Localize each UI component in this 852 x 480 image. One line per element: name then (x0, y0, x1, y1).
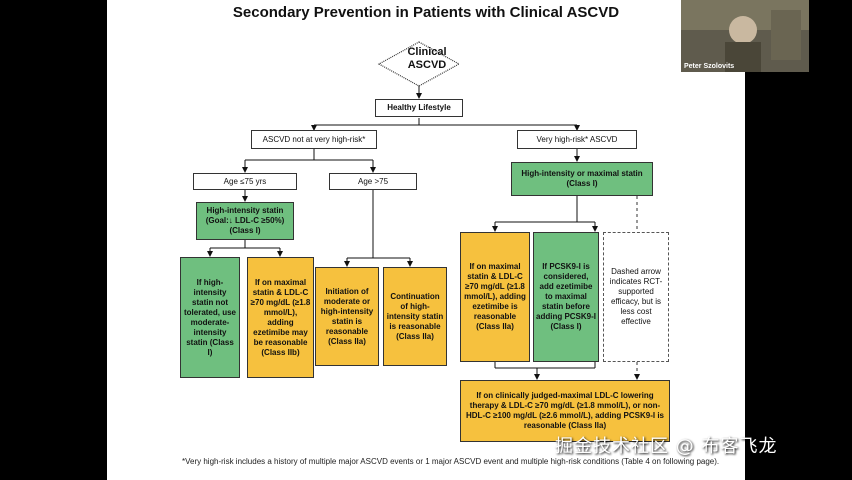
dashed-arrow-note-box: Dashed arrow indicates RCT-supported eff… (603, 232, 669, 362)
ezetimibe-reasonable-box: If on maximal statin & LDL-C ≥70 mg/dL (… (460, 232, 530, 362)
watermark: 掘金技术社区 @ 布客飞龙 (555, 436, 778, 457)
video-feed-icon (681, 0, 809, 72)
not-very-high-risk-box: ASCVD not at very high-risk* (251, 130, 377, 149)
very-high-risk-box: Very high-risk* ASCVD (517, 130, 637, 149)
slide-title: Secondary Prevention in Patients with Cl… (232, 4, 620, 21)
presenter-name: Peter Szolovits (684, 63, 735, 70)
start-diamond (377, 41, 461, 87)
maximal-statin-box: High-intensity or maximal statin (Class … (511, 162, 653, 196)
age-le75-box: Age ≤75 yrs (193, 173, 297, 190)
initiation-statin-box: Initiation of moderate or high-intensity… (315, 267, 379, 366)
flow-connectors (207, 41, 640, 380)
pcsk9-considered-box: If PCSK9-I is considered, add ezetimibe … (533, 232, 599, 362)
presenter-video-thumbnail[interactable]: Peter Szolovits (681, 0, 809, 72)
age-gt75-box: Age >75 (329, 173, 417, 190)
slide: Secondary Prevention in Patients with Cl… (107, 0, 745, 480)
continuation-statin-box: Continuation of high-intensity statin is… (383, 267, 447, 366)
high-intensity-statin-box: High-intensity statin (Goal:↓ LDL-C ≥50%… (196, 202, 294, 240)
pcsk9-reasonable-box: If on clinically judged-maximal LDL-C lo… (460, 380, 670, 442)
healthy-lifestyle-box: Healthy Lifestyle (375, 99, 463, 117)
start-label: Clinical ASCVD (407, 46, 447, 72)
footnote: *Very high-risk includes a history of mu… (182, 457, 720, 466)
ezetimibe-may-be-reasonable-box: If on maximal statin & LDL-C ≥70 mg/dL (… (247, 257, 314, 378)
statin-not-tolerated-box: If high-intensity statin not tolerated, … (180, 257, 240, 378)
